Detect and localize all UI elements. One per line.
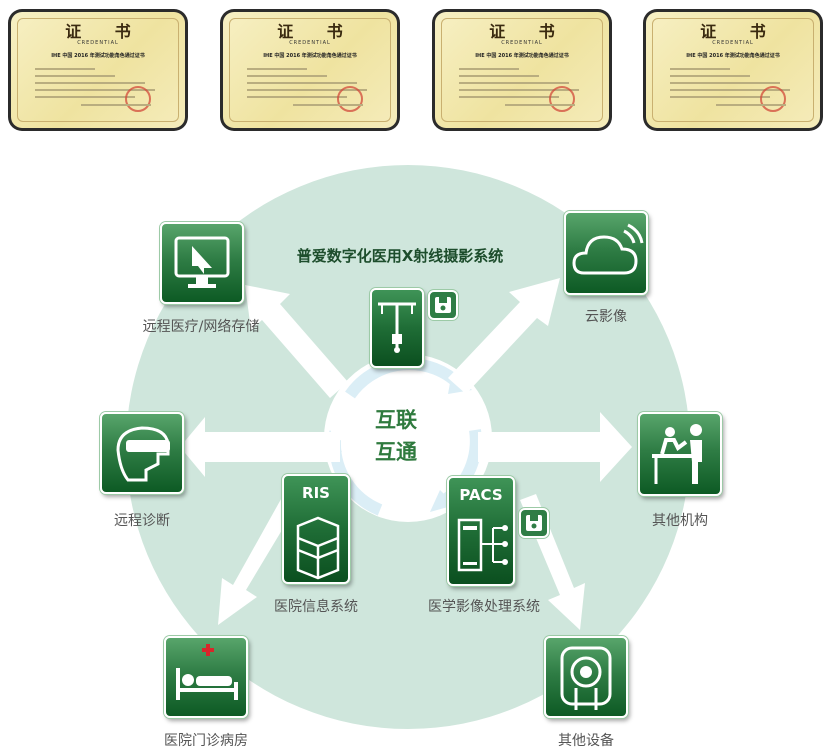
center-line-1: 互联 [375, 408, 417, 432]
certificate-4: 证 书 CREDENTIAL IHE 中国 2016 年测试功能角色通过证书 [643, 9, 823, 131]
flow-arrows [180, 278, 632, 630]
certificate-heading: IHE 中国 2016 年测试功能角色通过证书 [51, 53, 145, 59]
xray-system-tile[interactable] [370, 288, 424, 368]
monitor-rocket-icon [174, 236, 230, 288]
arrow-lower-left [218, 492, 300, 625]
people-desk-icon [652, 424, 702, 484]
arrow-upper-left [245, 285, 348, 398]
certificate-subtitle: CREDENTIAL [712, 40, 754, 46]
cloud-label: 云影像 [585, 309, 627, 325]
save-disk-icon [519, 508, 549, 538]
pacs-tile[interactable]: PACS [447, 476, 515, 586]
center-text: 互联 互通 [356, 404, 436, 468]
telemedicine-label: 远程医疗/网络存储 [142, 319, 260, 335]
certificate-title: 证 书 [65, 22, 145, 41]
ris-label: 医院信息系统 [274, 599, 358, 615]
other-devices-tile[interactable] [544, 636, 628, 718]
network-server-icon [457, 518, 508, 572]
arrow-right [478, 412, 632, 482]
remote-diagnosis-tile[interactable] [100, 412, 184, 494]
arrow-left [180, 417, 340, 477]
other-devices-label: 其他设备 [558, 733, 614, 749]
hospital-bed-icon [176, 644, 238, 700]
wards-label: 医院门诊病房 [164, 733, 248, 749]
certificate-heading: IHE 中国 2016 年测试功能角色通过证书 [686, 53, 780, 59]
pacs-title: PACS [459, 486, 503, 504]
xray-machine-icon [378, 302, 416, 353]
seal-icon [549, 86, 575, 112]
ris-tile[interactable]: RIS [282, 474, 350, 584]
ct-scanner-icon [560, 646, 612, 710]
cloud-icon [572, 223, 644, 275]
seal-icon [125, 86, 151, 112]
other-institutions-label: 其他机构 [652, 513, 708, 529]
arrow-upper-right [448, 278, 560, 394]
save-disk-icon [428, 290, 458, 320]
center-line-2: 互通 [375, 440, 417, 464]
diagram-title: 普爱数字化医用X射线摄影系统 [296, 247, 504, 265]
certificate-title: 证 书 [489, 22, 569, 41]
certificate-1: 证 书 CREDENTIAL IHE 中国 2016 年测试功能角色通过证书 [8, 9, 188, 131]
cloud-tile[interactable] [564, 211, 648, 295]
certificate-title: 证 书 [700, 22, 780, 41]
certificate-heading: IHE 中国 2016 年测试功能角色通过证书 [263, 53, 357, 59]
certificate-2: 证 书 CREDENTIAL IHE 中国 2016 年测试功能角色通过证书 [220, 9, 400, 131]
vr-headset-icon [116, 426, 170, 482]
seal-icon [760, 86, 786, 112]
certificate-subtitle: CREDENTIAL [77, 40, 119, 46]
ris-title: RIS [302, 484, 330, 502]
pacs-label: 医学影像处理系统 [428, 599, 540, 615]
remote-diagnosis-label: 远程诊断 [114, 513, 170, 529]
wards-tile[interactable] [164, 636, 248, 718]
server-stack-icon [296, 516, 340, 580]
certificate-3: 证 书 CREDENTIAL IHE 中国 2016 年测试功能角色通过证书 [432, 9, 612, 131]
certificate-subtitle: CREDENTIAL [289, 40, 331, 46]
seal-icon [337, 86, 363, 112]
telemedicine-tile[interactable] [160, 222, 244, 304]
other-institutions-tile[interactable] [638, 412, 722, 496]
certificate-subtitle: CREDENTIAL [501, 40, 543, 46]
certificate-heading: IHE 中国 2016 年测试功能角色通过证书 [475, 53, 569, 59]
certificate-title: 证 书 [277, 22, 357, 41]
